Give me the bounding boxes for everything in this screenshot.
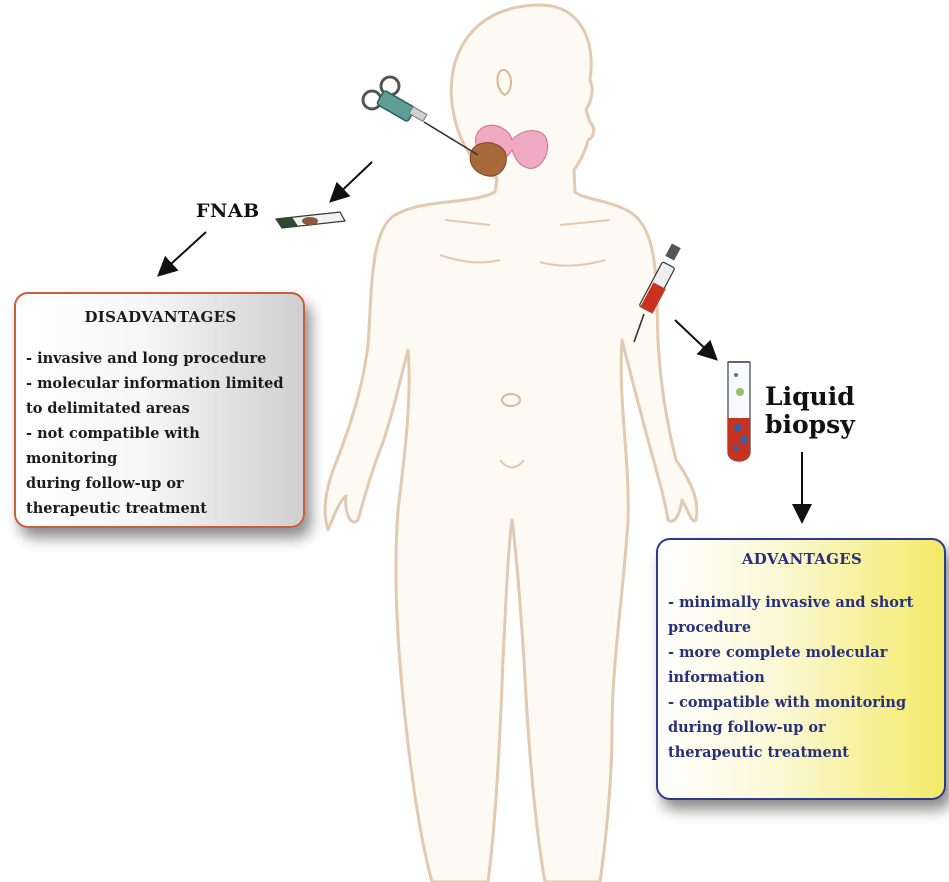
disadvantage-item: - molecular information limited to delim…: [26, 371, 295, 421]
fnab-slide: [276, 212, 345, 228]
disadvantage-item: - invasive and long procedure: [26, 346, 295, 371]
liquid-biopsy-line2: biopsy: [765, 411, 855, 439]
disadvantages-title: DISADVANTAGES: [26, 308, 295, 326]
advantages-title: ADVANTAGES: [668, 550, 936, 568]
advantages-box: ADVANTAGES - minimally invasive and shor…: [656, 538, 946, 800]
advantages-list: - minimally invasive and short procedure…: [668, 590, 936, 765]
arrow-fnab-to-disadvantages: [160, 232, 206, 274]
advantage-item: - compatible with monitoring during foll…: [668, 690, 936, 765]
liquid-biopsy-label: Liquid biopsy: [765, 383, 855, 439]
arrow-syringe-to-tube: [675, 320, 715, 358]
disadvantages-box: DISADVANTAGES - invasive and long proced…: [14, 292, 305, 528]
advantage-item: - more complete molecular information: [668, 640, 936, 690]
disadvantage-item: - not compatible with monitoring during …: [26, 421, 295, 521]
liquid-biopsy-line1: Liquid: [765, 383, 855, 411]
arrow-syringe-to-fnab: [332, 162, 372, 200]
blood-test-tube: [728, 362, 750, 461]
disadvantages-list: - invasive and long procedure - molecula…: [26, 346, 295, 521]
advantage-item: - minimally invasive and short procedure: [668, 590, 936, 640]
fnab-label: FNAB: [196, 200, 260, 222]
thyroid-tumor: [470, 143, 506, 177]
